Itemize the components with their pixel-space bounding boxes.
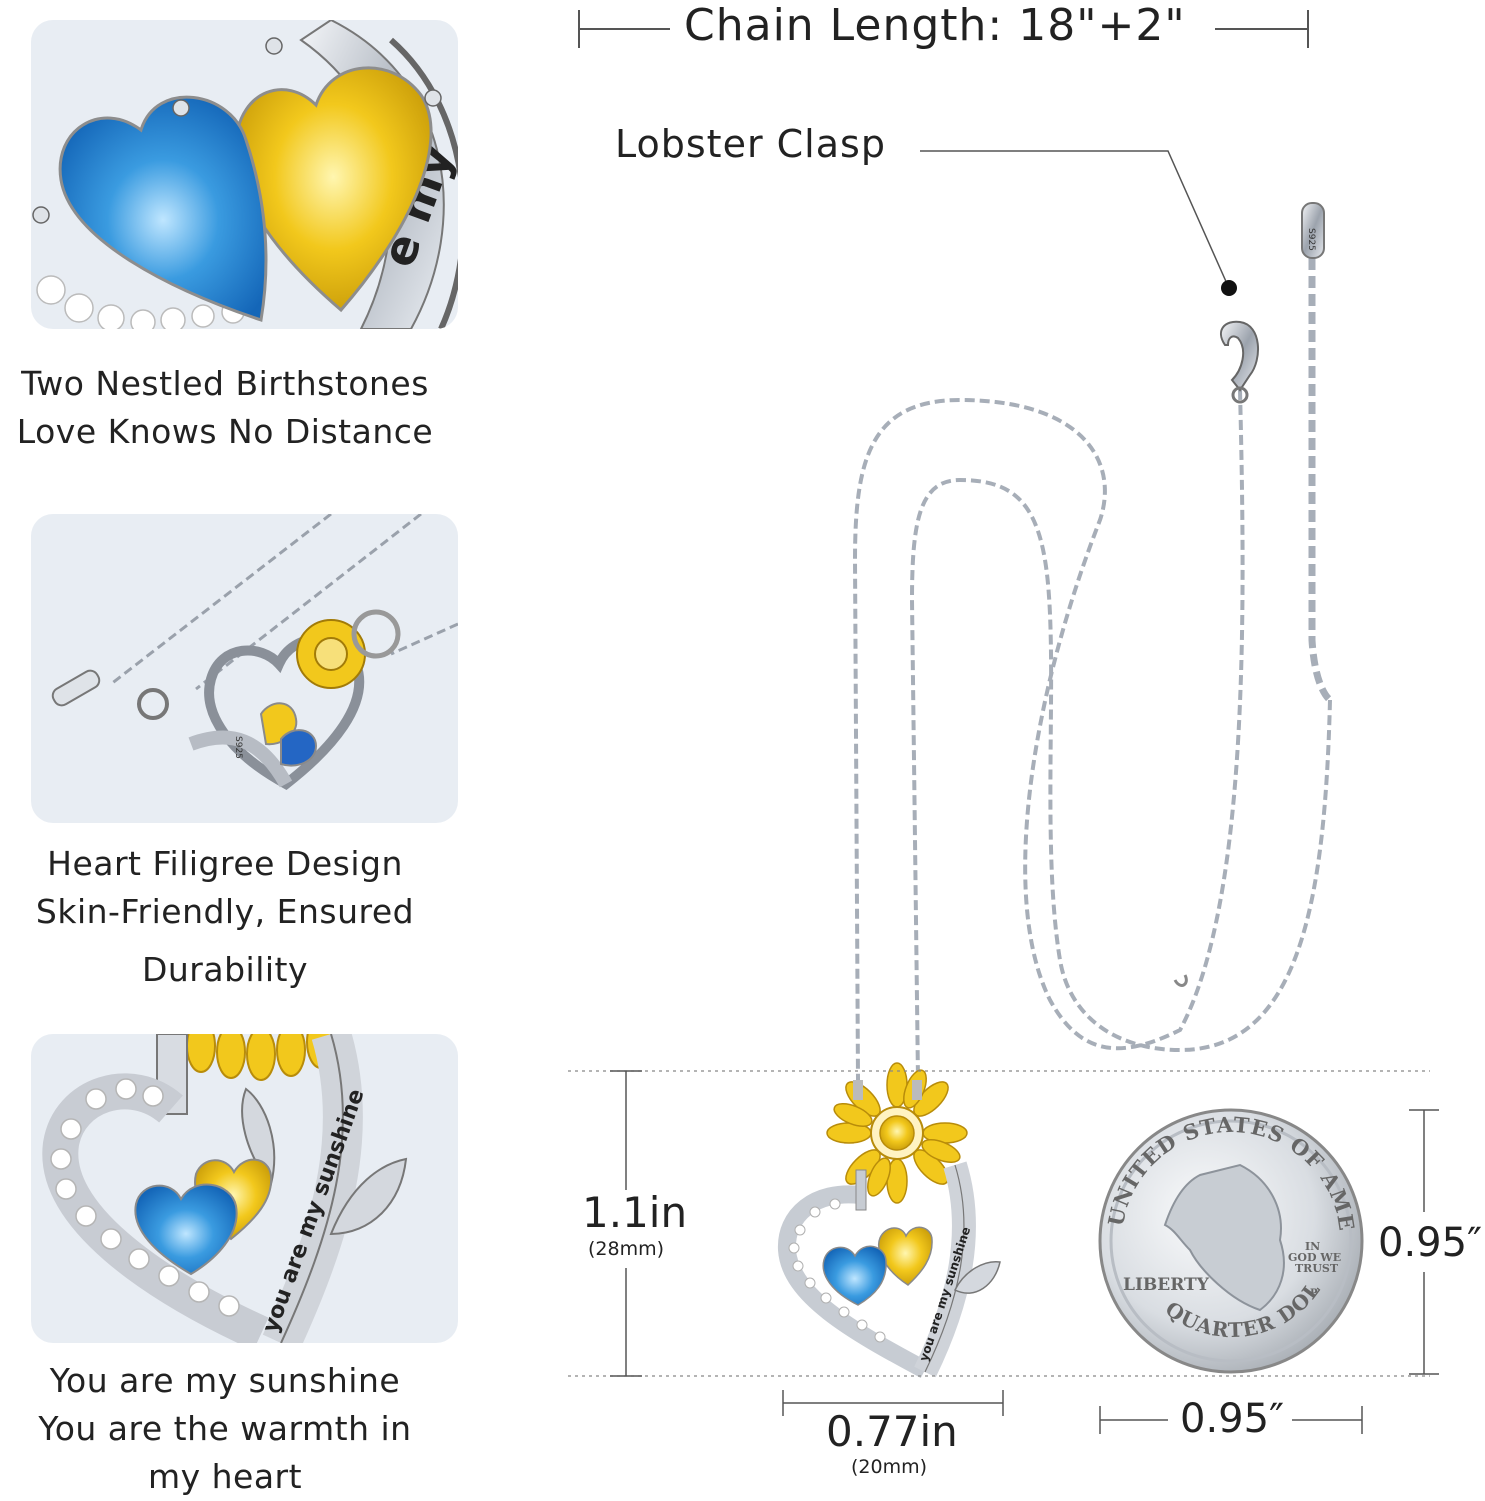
chain-length-line-right [1215, 28, 1309, 30]
extender-hallmark-text: S925 [1306, 228, 1316, 251]
coin-motto-line1: IN [1305, 1240, 1320, 1253]
coin-portrait [1163, 1163, 1285, 1312]
coin-width-dimension [1099, 1406, 1363, 1434]
clasp-leader-line [920, 150, 1229, 287]
blue-heart-stone [58, 95, 268, 322]
feature-caption-sunshine: You are my sunshine You are the warmth i… [38, 1361, 412, 1496]
lobster-clasp-label: Lobster Clasp [615, 122, 886, 166]
coin-bottom-text: QUARTER DOLLAR [0, 0, 1324, 1342]
coin-height-dimension [1409, 1109, 1439, 1375]
pendant-blue-stone [822, 1245, 887, 1306]
chain-inner [909, 477, 1332, 1081]
pave-stones [36, 275, 245, 329]
chain-length-tick-right [1307, 10, 1309, 48]
chain-length-tick-left [578, 10, 580, 48]
chain-length-label: Chain Length: 18"+2" [684, 0, 1186, 51]
coin-width-label: 0.95″ [1180, 1396, 1285, 1442]
coin-motto-line2: GOD WE [1288, 1251, 1341, 1264]
coin-height-label: 0.95″ [1378, 1220, 1483, 1266]
filigree-necklace-illustration: S925 [51, 514, 458, 790]
birthstones-closeup-illustration: e my [32, 20, 458, 329]
coin-mint-mark: P [1310, 1288, 1318, 1299]
chain-outer [852, 389, 1245, 1081]
clasp-marker-dot [1221, 280, 1237, 296]
pave-stones [50, 1078, 240, 1317]
coin-motto-line3: TRUST [1295, 1262, 1339, 1275]
coin-liberty-text: LIBERTY [1123, 1275, 1210, 1295]
feature-image-sunshine: you are my sunshine [31, 1034, 458, 1343]
lobster-clasp-icon [1220, 320, 1260, 404]
feature-image-birthstones: e my [31, 20, 458, 329]
pendant-yellow-stone [878, 1226, 933, 1286]
pendant-sunflower-icon [826, 1062, 968, 1204]
pendant-width-dimension [782, 1390, 1004, 1416]
pendant-height-label: 1.1in [582, 1188, 688, 1237]
svg-text:QUARTER DOLLAR: QUARTER DOLLAR [0, 0, 1324, 1342]
pendant-illustration: you are my sunshine [777, 1062, 1001, 1378]
blue-heart-stone [134, 1183, 238, 1276]
sunshine-pendant-illustration: you are my sunshine [42, 1034, 408, 1343]
prongs [32, 37, 442, 224]
chain-length-line-left [578, 28, 670, 30]
feature-caption-birthstones: Two Nestled Birthstones Love Knows No Di… [16, 364, 434, 451]
pendant-width-mm-label: (20mm) [851, 1456, 928, 1478]
hallmark-text: S925 [233, 736, 243, 759]
pendant-height-mm-label: (28mm) [588, 1238, 665, 1260]
feature-image-filigree: S925 [31, 514, 458, 823]
feature-caption-filigree: Heart Filigree Design Skin-Friendly, Ens… [35, 844, 415, 989]
pendant-height-dimension [610, 1070, 642, 1377]
extender-chain [1308, 240, 1333, 703]
quarter-coin-illustration: LIBERTY IN GOD WE TRUST P UNITED STATES … [0, 0, 1364, 1374]
pendant-width-label: 0.77in [826, 1407, 958, 1456]
extender-tag [1301, 202, 1325, 259]
